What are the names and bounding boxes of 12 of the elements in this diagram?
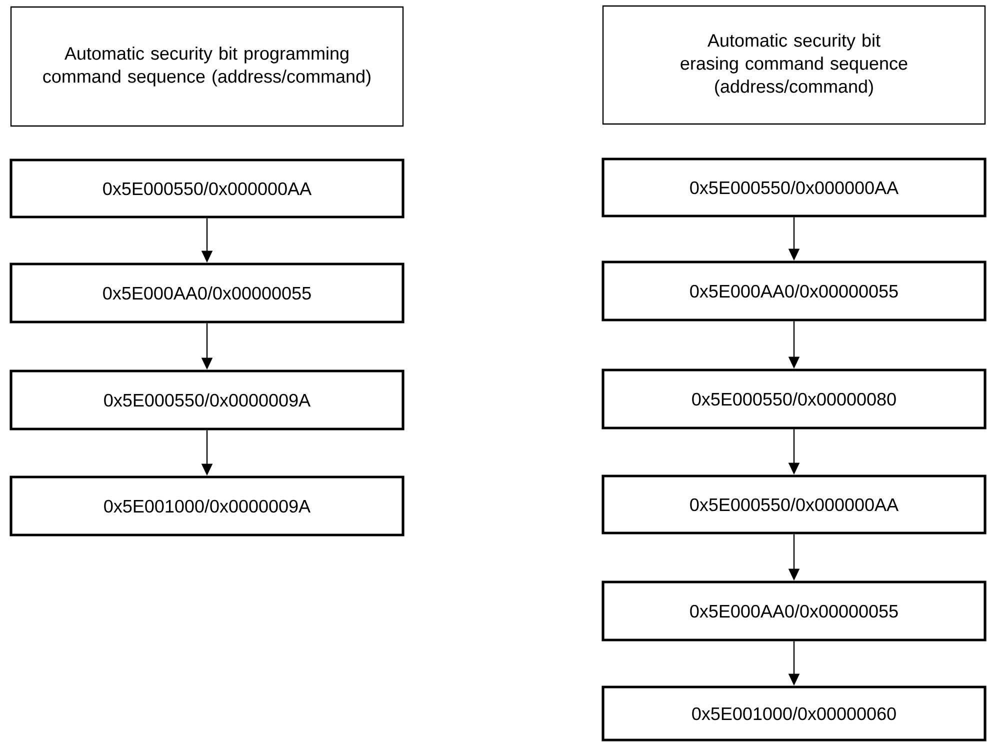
step-box: 0x5E000550/0x000000AA: [602, 474, 986, 534]
header-box: Automatic security bit erasing command sequence (address/command): [602, 5, 986, 125]
step-box: 0x5E000AA0/0x00000055: [602, 580, 986, 642]
step-box: 0x5E000550/0x000000AA: [602, 158, 986, 218]
header-box: Automatic security bit programming command sequence (address/command): [10, 6, 404, 127]
step-box: 0x5E000AA0/0x00000055: [10, 262, 404, 324]
step-box: 0x5E001000/0x00000060: [602, 686, 986, 742]
step-box: 0x5E001000/0x0000009A: [10, 476, 404, 536]
step-box: 0x5E000550/0x0000009A: [10, 370, 404, 430]
step-box: 0x5E000550/0x000000AA: [10, 158, 404, 218]
step-box: 0x5E000AA0/0x00000055: [602, 260, 986, 322]
step-box: 0x5E000550/0x00000080: [602, 368, 986, 430]
